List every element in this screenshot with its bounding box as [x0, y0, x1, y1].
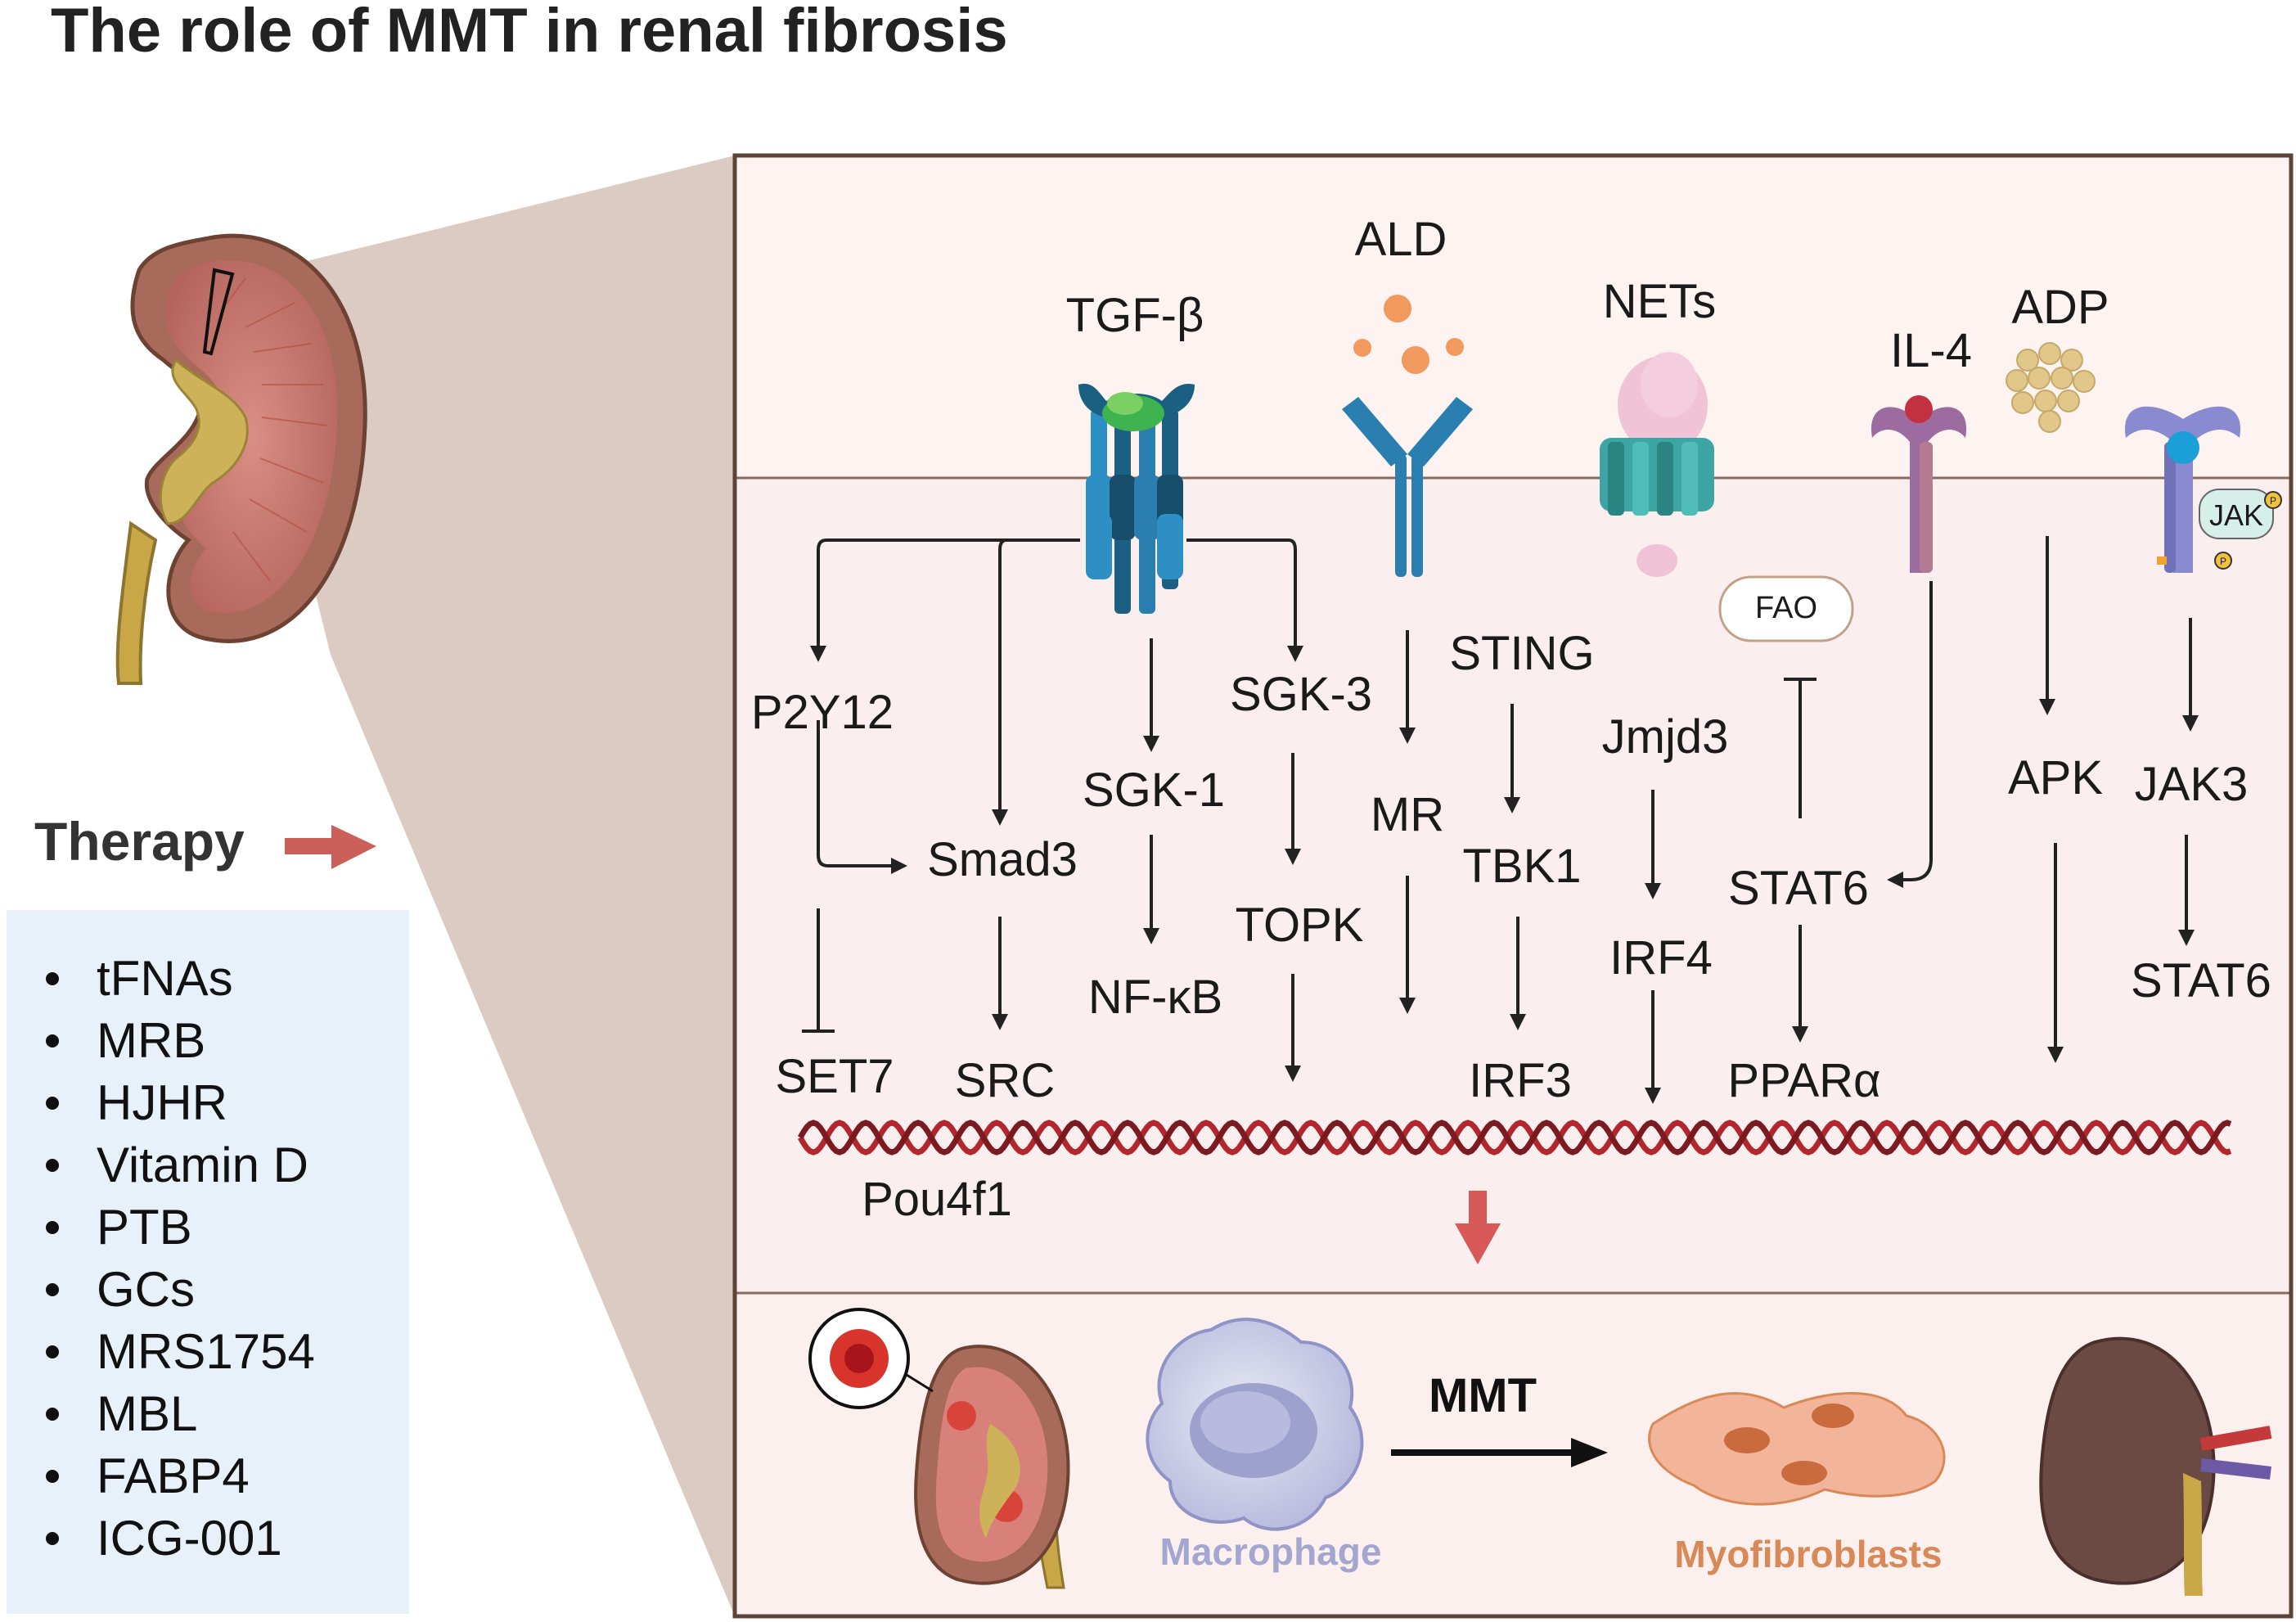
node-ppar-alpha: PPARα	[1727, 1054, 1880, 1107]
adp-label: ADP	[2011, 281, 2109, 334]
zoom-wedge	[237, 155, 735, 1616]
il-4-label: IL-4	[1890, 324, 1972, 377]
myofibroblasts-icon	[1648, 1392, 1946, 1506]
therapy-item: ICG-001	[38, 1507, 315, 1570]
therapy-list: tFNAs MRB HJHR Vitamin D PTB GCs MRS1754…	[38, 948, 315, 1570]
zoom-selection-marker	[202, 268, 235, 356]
fibrotic-kidney-icon	[2039, 1336, 2272, 1596]
tgf-beta-label: TGF-β	[1066, 289, 1204, 342]
panel-extracellular	[735, 155, 2291, 478]
node-stat6-jak: STAT6	[2131, 954, 2271, 1007]
node-sgk-1: SGK-1	[1083, 764, 1225, 817]
pathway-node-labels: P2Y12 Smad3 SGK-1 SGK-3 STING MR Jmjd3 A…	[751, 627, 2271, 1226]
node-src: SRC	[955, 1054, 1055, 1107]
phospho-label-2: P	[2220, 556, 2226, 567]
node-p2y12: P2Y12	[751, 686, 894, 739]
therapy-item: FABP4	[38, 1445, 315, 1507]
tgf-beta-receptor-icon	[1078, 383, 1195, 614]
phospho-label-1: P	[2270, 495, 2276, 507]
pathway-arrows	[810, 536, 2199, 1104]
node-smad3: Smad3	[927, 833, 1078, 886]
mmt-arrow	[1391, 1438, 1608, 1467]
outcome-labels: MMT Macrophage Myofibroblasts	[1160, 1369, 1943, 1575]
node-nf-kb: NF-κB	[1088, 971, 1222, 1024]
ald-label: ALD	[1355, 213, 1447, 266]
therapy-heading: Therapy	[34, 811, 245, 872]
node-topk: TOPK	[1236, 899, 1364, 952]
panel-frame	[732, 153, 2294, 1619]
downstream-arrow-icon	[1455, 1191, 1501, 1264]
fao-mitochondrion-icon: FAO	[1718, 575, 1854, 642]
figure-title: The role of MMT in renal fibrosis	[51, 0, 1008, 65]
adp-cluster-icon	[2006, 342, 2096, 433]
injured-kidney-icon	[808, 1308, 1070, 1589]
therapy-item: MRB	[38, 1010, 315, 1072]
therapy-item: PTB	[38, 1196, 315, 1259]
therapy-arrow-icon	[285, 825, 376, 869]
jak-receptor-label: JAK	[2209, 498, 2263, 532]
macrophage-label: Macrophage	[1160, 1530, 1382, 1573]
panel-intracellular	[735, 478, 2291, 1293]
node-pou4f1: Pou4f1	[862, 1173, 1012, 1226]
node-stat6-il4: STAT6	[1728, 862, 1869, 915]
node-irf3: IRF3	[1469, 1054, 1572, 1107]
dna-helix-icon	[797, 1120, 2232, 1156]
therapy-item: tFNAs	[38, 948, 315, 1010]
node-set7: SET7	[775, 1050, 894, 1103]
nets-label: NETs	[1603, 275, 1717, 328]
therapy-item: HJHR	[38, 1072, 315, 1134]
node-irf4: IRF4	[1609, 931, 1713, 984]
therapy-panel	[7, 910, 409, 1614]
ligand-labels: TGF-β ALD NETs IL-4 ADP	[1066, 213, 2109, 377]
therapy-item: Vitamin D	[38, 1134, 315, 1196]
therapy-item: GCs	[38, 1259, 315, 1321]
kidney-cross-section-icon	[115, 233, 367, 685]
node-mr: MR	[1371, 788, 1444, 841]
node-sgk-3: SGK-3	[1230, 668, 1372, 721]
node-sting: STING	[1449, 627, 1594, 680]
therapy-item: MRS1754	[38, 1321, 315, 1383]
inhibition-lines	[802, 678, 1817, 1033]
mineralocorticoid-receptor-icon	[1342, 397, 1473, 577]
macrophage-icon	[1146, 1318, 1364, 1531]
ald-ligand-icon	[1353, 295, 1464, 374]
node-jmjd3: Jmjd3	[1602, 710, 1729, 764]
nets-channel-icon	[1600, 352, 1714, 577]
il-4-receptor-icon	[1871, 395, 1967, 573]
jak-receptor-icon: JAK P P	[2124, 406, 2282, 573]
node-apk: APK	[2008, 751, 2103, 804]
myofibroblasts-label: Myofibroblasts	[1674, 1533, 1942, 1575]
therapy-item: MBL	[38, 1383, 315, 1445]
fao-label: FAO	[1755, 591, 1817, 625]
node-tbk1: TBK1	[1462, 840, 1581, 893]
mmt-label: MMT	[1429, 1369, 1537, 1422]
node-jak3: JAK3	[2135, 758, 2249, 811]
